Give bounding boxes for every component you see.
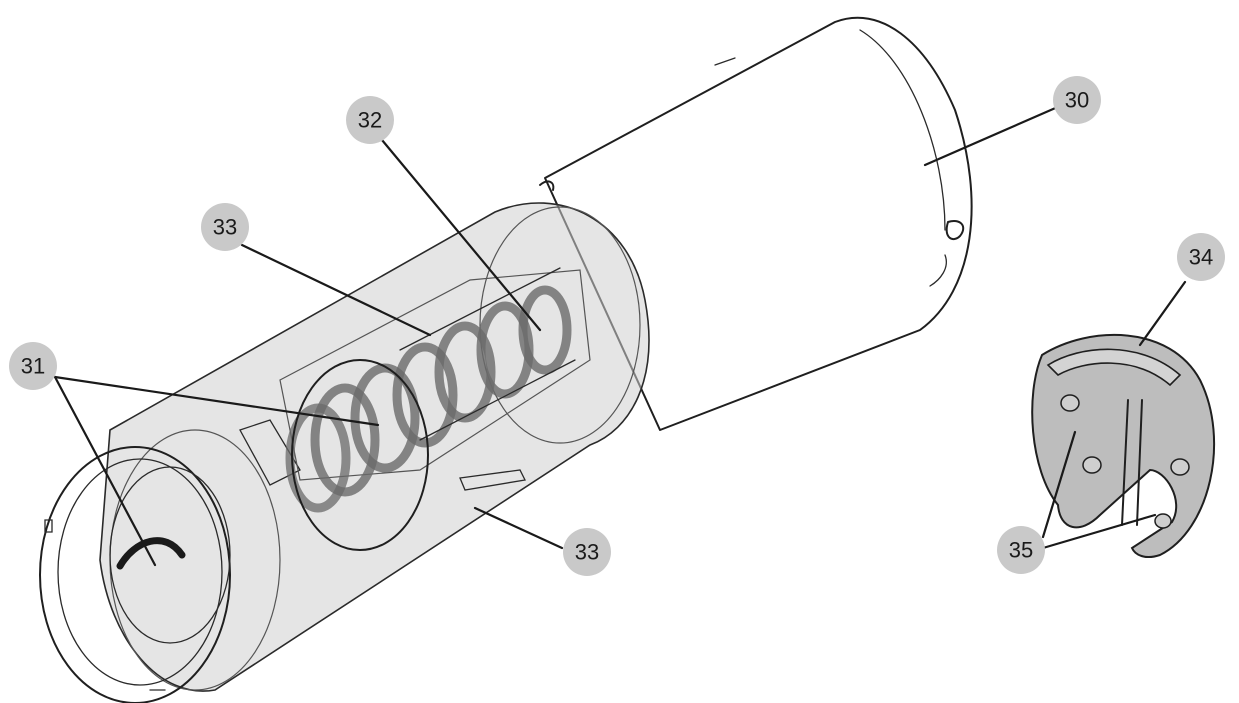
separate-cap [1031,334,1216,558]
callout-33-upper-label: 33 [213,215,237,240]
callout-33-lower: 33 [563,528,611,576]
callout-33-upper: 33 [201,203,249,251]
outer-housing [539,16,973,431]
callout-30-label: 30 [1065,88,1089,113]
callout-33-lower-label: 33 [575,540,599,565]
end-cap [39,446,231,703]
callout-35-label: 35 [1009,538,1033,563]
callout-34-label: 34 [1189,245,1213,270]
callout-35: 35 [997,526,1045,574]
callout-31-label: 31 [21,354,45,379]
callout-30: 30 [1053,76,1101,124]
callout-32-label: 32 [358,108,382,133]
callout-34: 34 [1177,233,1225,281]
coil-spring-assembly [279,267,591,551]
leader-lines [53,104,1187,567]
callout-31: 31 [9,342,57,390]
callout-32: 32 [346,96,394,144]
